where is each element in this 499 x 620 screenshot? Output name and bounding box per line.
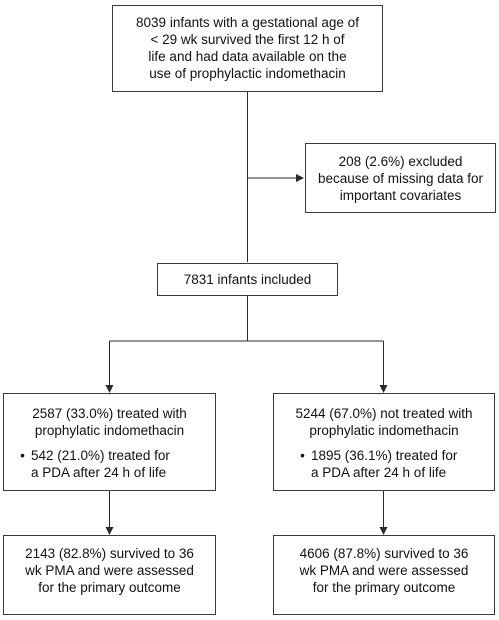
treated-group-bullet-line-1: 542 (21.0%) treated for — [31, 448, 170, 463]
eligible-infants-line-2: < 29 wk survived the first 12 h of — [150, 32, 345, 47]
treated-group-line-1: 2587 (33.0%) treated with — [32, 406, 187, 421]
eligible-infants-line-1: 8039 infants with a gestational age of — [136, 15, 359, 30]
bullet-icon: • — [300, 448, 305, 463]
not-treated-outcome-box: 4606 (87.8%) survived to 36 wk PMA and w… — [273, 535, 495, 615]
treated-group-bullet-line-2: a PDA after 24 h of life — [31, 465, 167, 480]
not-treated-outcome-line-2: wk PMA and were assessed — [299, 563, 469, 578]
not-treated-group-line-2: prophylatic indomethacin — [309, 423, 459, 438]
not-treated-group-line-1: 5244 (67.0%) not treated with — [295, 406, 473, 421]
bullet-icon: • — [20, 448, 25, 463]
not-treated-outcome-line-3: for the primary outcome — [312, 580, 456, 595]
not-treated-group-box: 5244 (67.0%) not treated with prophylati… — [273, 393, 495, 491]
treated-outcome-line-3: for the primary outcome — [38, 580, 181, 595]
treated-group-bullet-item: • 542 (21.0%) treated for a PDA after 24… — [4, 447, 215, 481]
not-treated-group-bullet-line-2: a PDA after 24 h of life — [311, 465, 447, 480]
treated-outcome-box: 2143 (82.8%) survived to 36 wk PMA and w… — [3, 535, 216, 615]
not-treated-outcome-line-1: 4606 (87.8%) survived to 36 — [299, 546, 469, 561]
not-treated-group-bullet-item: • 1895 (36.1%) treated for a PDA after 2… — [274, 447, 494, 481]
excluded-line-1: 208 (2.6%) excluded — [338, 154, 463, 169]
included-line-1: 7831 infants included — [183, 272, 312, 287]
treated-outcome-line-1: 2143 (82.8%) survived to 36 — [25, 546, 194, 561]
excluded-line-2: because of missing data for — [317, 171, 484, 186]
eligible-infants-line-3: life and had data available on the — [148, 49, 347, 64]
not-treated-group-bullet-text: 1895 (36.1%) treated for a PDA after 24 … — [311, 447, 494, 481]
eligible-infants-box: 8039 infants with a gestational age of <… — [112, 5, 383, 92]
excluded-line-3: important covariates — [339, 188, 462, 203]
included-box: 7831 infants included — [157, 263, 338, 296]
treated-group-box: 2587 (33.0%) treated with prophylatic in… — [3, 393, 216, 491]
treated-group-bullet-text: 542 (21.0%) treated for a PDA after 24 h… — [31, 447, 215, 481]
treated-outcome-line-2: wk PMA and were assessed — [25, 563, 194, 578]
eligible-infants-line-4: use of prophylactic indomethacin — [149, 66, 346, 81]
not-treated-group-bullet-line-1: 1895 (36.1%) treated for — [311, 448, 458, 463]
treated-group-line-2: prophylatic indomethacin — [34, 423, 185, 438]
excluded-box: 208 (2.6%) excluded because of missing d… — [305, 143, 496, 213]
